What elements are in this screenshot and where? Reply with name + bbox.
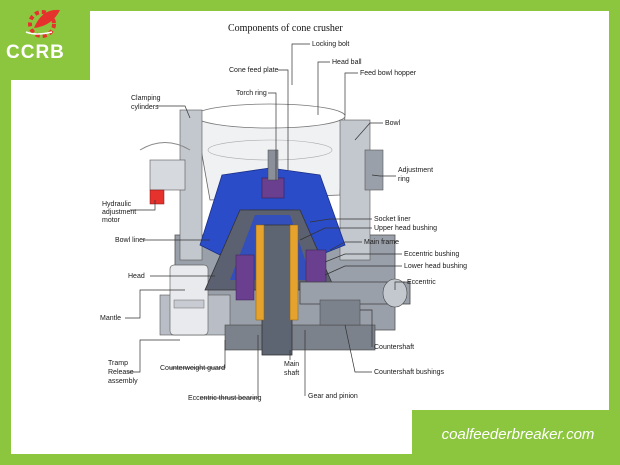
ccrb-logo: CCRB bbox=[0, 0, 90, 80]
logo-text: CCRB bbox=[6, 42, 65, 63]
leader-lines bbox=[125, 43, 405, 399]
label-main-frame: Main frame bbox=[364, 239, 399, 246]
eccentric-bushing-shape bbox=[235, 254, 255, 301]
website-banner: coalfeederbreaker.com bbox=[412, 410, 620, 465]
component-labels: Locking bolt Cone feed plate Head ball F… bbox=[100, 41, 467, 402]
label-head: Head bbox=[128, 273, 145, 280]
label-head-ball: Head ball bbox=[332, 59, 362, 66]
label-cone-feed-plate: Cone feed plate bbox=[229, 67, 279, 74]
label-locking-bolt: Locking bolt bbox=[312, 41, 349, 48]
label-socket-liner: Socket liner bbox=[374, 216, 411, 223]
label-lower-head-bushing: Lower head bushing bbox=[404, 263, 467, 270]
label-feed-bowl-hopper: Feed bowl hopper bbox=[360, 70, 417, 77]
gear-leaf-logo-icon bbox=[25, 9, 60, 38]
label-counterweight-guard: Counterweight guard bbox=[160, 365, 225, 372]
website-url: coalfeederbreaker.com bbox=[441, 426, 595, 443]
label-bowl: Bowl bbox=[385, 120, 401, 127]
label-mantle: Mantle bbox=[100, 315, 121, 322]
label-eccentric: Eccentric bbox=[407, 279, 436, 286]
label-eccentric-thrust-bearing: Eccentric thrust bearing bbox=[188, 395, 262, 402]
label-upper-head-bushing: Upper head bushing bbox=[374, 225, 437, 232]
cone-crusher-illustration bbox=[139, 103, 411, 356]
label-countershaft: Countershaft bbox=[374, 344, 414, 351]
diagram-title: Components of cone crusher bbox=[228, 23, 343, 34]
label-gear-and-pinion: Gear and pinion bbox=[308, 393, 358, 400]
main-shaft-shape bbox=[261, 224, 293, 356]
label-eccentric-bushing: Eccentric bushing bbox=[404, 251, 459, 258]
label-bowl-liner: Bowl liner bbox=[115, 237, 146, 244]
label-countershaft-bushings: Countershaft bushings bbox=[374, 369, 445, 376]
label-torch-ring: Torch ring bbox=[236, 90, 267, 97]
